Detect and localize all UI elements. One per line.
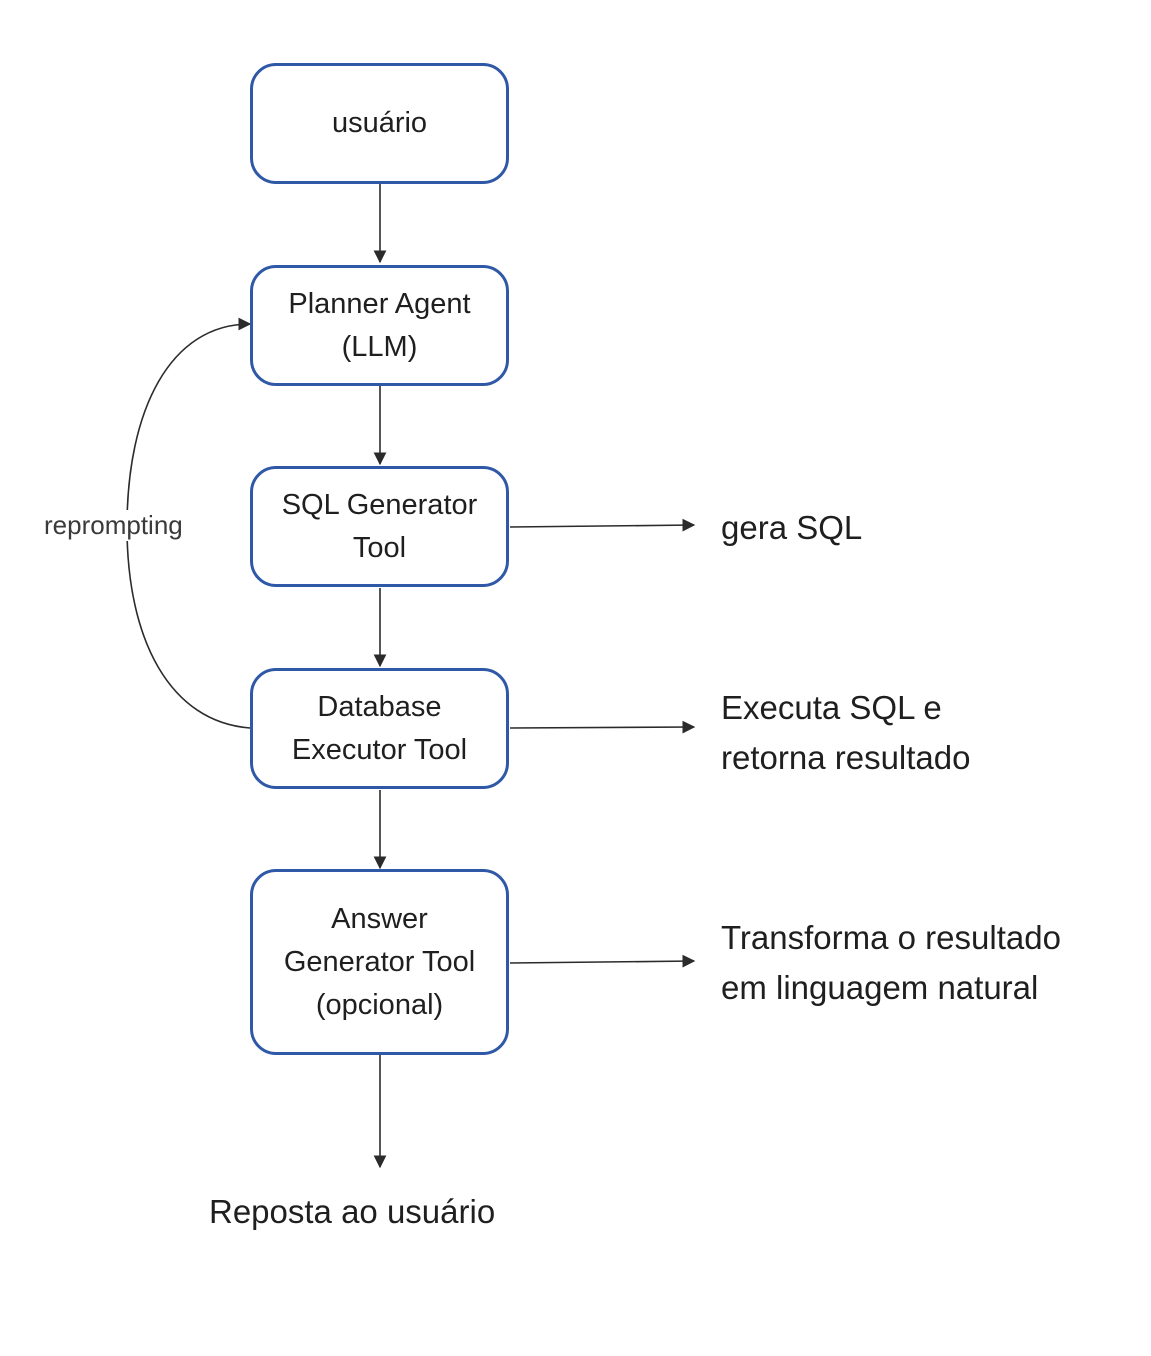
edge-answer-generator-to-note <box>509 954 696 968</box>
edge-sql-generator-to-note <box>509 518 696 532</box>
node-database-executor-tool-label: Database Executor Tool <box>291 690 468 766</box>
node-usuario: usuário <box>250 63 509 184</box>
note-resposta-usuario: Reposta ao usuário <box>209 1193 496 1230</box>
reprompting-label: reprompting <box>42 510 185 541</box>
node-database-executor-tool: Database Executor Tool <box>250 668 509 789</box>
node-planner-agent: Planner Agent (LLM) <box>250 265 509 386</box>
node-answer-generator-tool-label: Answer Generator Tool (opcional) <box>283 902 476 1021</box>
node-planner-agent-label: Planner Agent (LLM) <box>288 287 471 363</box>
edge-db-executor-to-note <box>509 720 696 734</box>
note-gera-sql: gera SQL <box>721 509 863 546</box>
node-usuario-label: usuário <box>331 107 428 139</box>
node-sql-generator-tool: SQL Generator Tool <box>250 466 509 587</box>
note-executa-sql: Executa SQL e retorna resultado <box>721 689 971 776</box>
node-sql-generator-tool-label: SQL Generator Tool <box>281 488 478 564</box>
node-answer-generator-tool: Answer Generator Tool (opcional) <box>250 869 509 1055</box>
note-transforma-resultado: Transforma o resultado em linguagem natu… <box>721 919 1061 1006</box>
